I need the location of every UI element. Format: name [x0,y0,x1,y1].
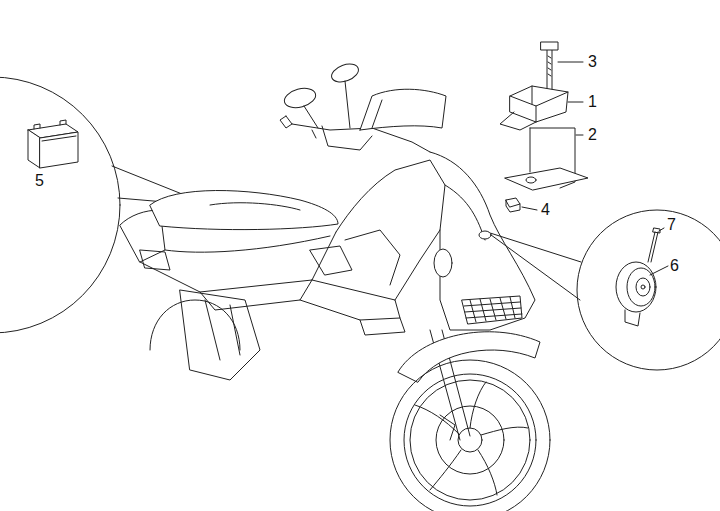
scooter [120,61,550,511]
pointer-line [487,232,580,300]
leader-line [568,102,583,103]
callout-number: 7 [667,216,676,234]
callout-number: 3 [588,53,597,71]
callout-number: 4 [541,201,550,219]
leader-line [558,62,583,63]
callout-number: 5 [35,172,44,190]
callout-number: 6 [670,257,679,275]
battery [28,120,78,168]
leader-line [576,135,583,136]
detail-circle [577,210,720,370]
leader-line [650,266,668,275]
callout-number: 1 [588,93,597,111]
callout-number: 2 [588,126,597,144]
horn [616,228,668,326]
detail-circle [0,77,120,333]
leader-line [522,207,537,210]
leader-line [659,228,664,231]
relay-assembly [500,42,588,212]
